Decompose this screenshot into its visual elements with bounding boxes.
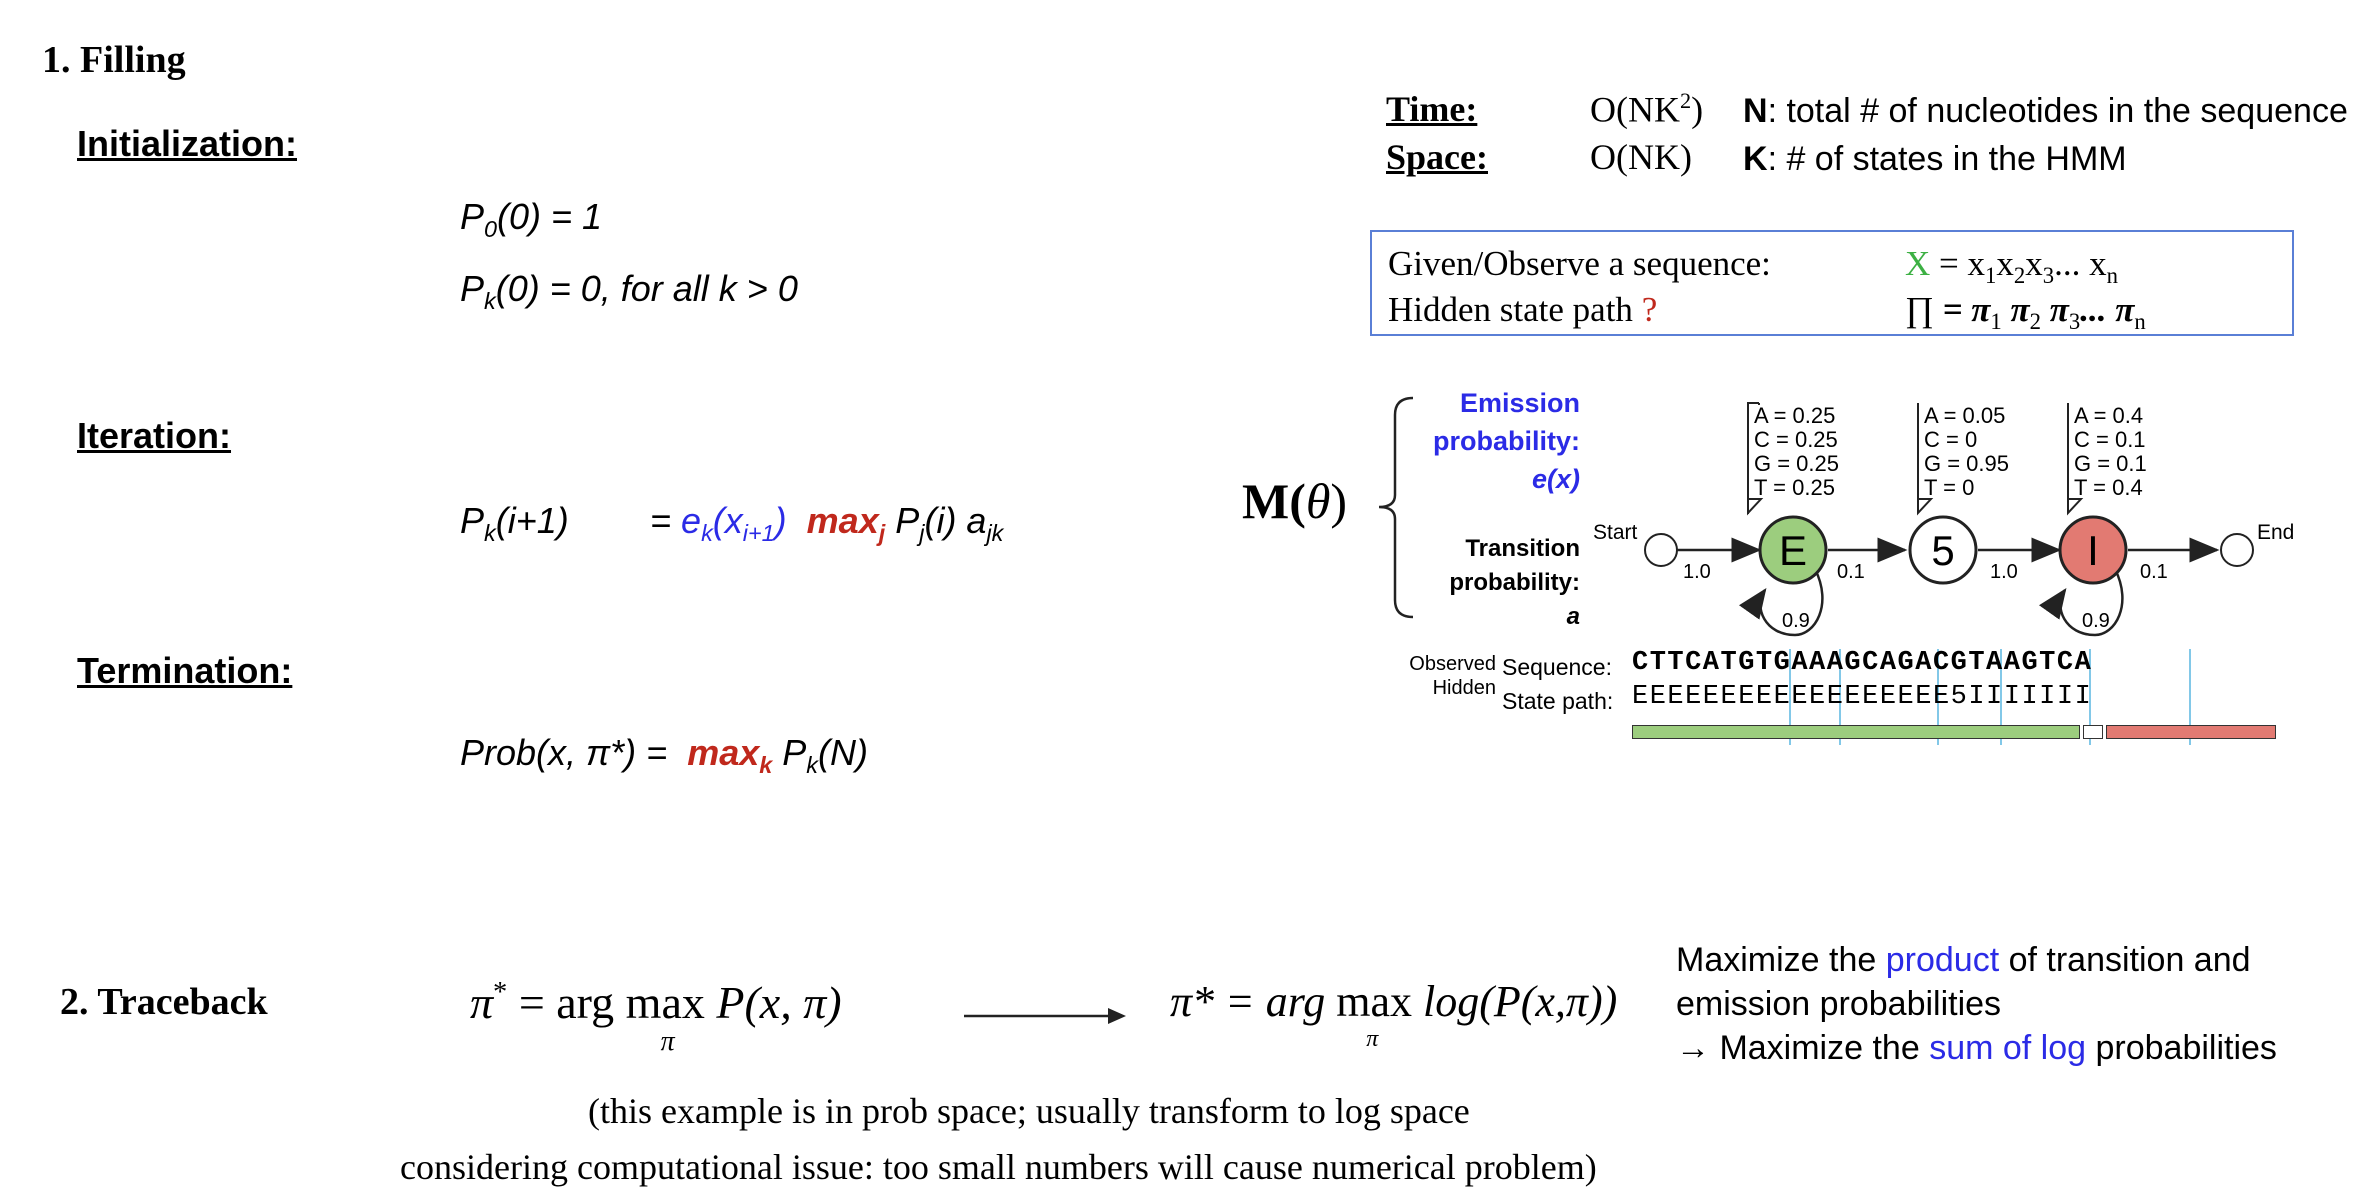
note-line-2: emission probabilities — [1676, 985, 2002, 1023]
space-label: Space: — [1386, 137, 1488, 177]
self-loop-i — [2038, 568, 2124, 637]
init-equation-2: Pk(0) = 0, for all k > 0 — [460, 268, 798, 315]
state-e-circle — [1758, 515, 1828, 585]
end-node — [2220, 533, 2254, 567]
emission-probability-label: Emission probability: e(x) — [1433, 388, 1580, 494]
traceback-heading: 2. Traceback — [60, 981, 268, 1023]
footnote-line-2: considering computational issue: too sma… — [400, 1147, 1597, 1187]
self-loop-i-label: 0.9 — [2082, 610, 2110, 632]
hidden-state-path: EEEEEEEEEEEEEEEEEE5IIIIIII — [1632, 682, 2093, 712]
given-observe-box — [1370, 230, 2294, 336]
emission-i-c: C = 0.1 — [2074, 427, 2146, 452]
model-label: M(θ) — [1242, 473, 1348, 529]
emission-e-t: T = 0.25 — [1754, 475, 1835, 500]
self-loop-e-label: 0.9 — [1782, 610, 1810, 632]
emission-i-t: T = 0.4 — [2074, 475, 2143, 500]
state-5-symbol: 5 — [1931, 527, 1954, 574]
init-equation-1: P0(0) = 1 — [460, 196, 603, 243]
transition-start-e-label: 1.0 — [1683, 561, 1711, 583]
termination-heading: Termination: — [77, 650, 293, 691]
termination-equation: Prob(x, π*) = maxk Pk(N) — [460, 732, 868, 779]
state-i-circle — [2058, 515, 2128, 585]
note-line-1: Maximize the product of transition and — [1676, 941, 2251, 979]
time-label: Time: — [1386, 89, 1478, 129]
start-node — [1644, 533, 1678, 567]
emission-e-g: G = 0.25 — [1754, 451, 1839, 476]
emission-e-a: A = 0.25 — [1754, 403, 1835, 428]
note-line-3: → Maximize the sum of log probabilities — [1676, 1029, 2277, 1067]
emission-5-t: T = 0 — [1924, 475, 1974, 500]
iteration-lhs: Pk(i+1) — [460, 500, 569, 547]
state-5-circle — [1908, 515, 1978, 585]
self-loop-e — [1738, 568, 1824, 637]
space-value: O(NK) — [1590, 137, 1692, 177]
emission-i-a: A = 0.4 — [2074, 403, 2143, 428]
observed-hidden-labels: Observed Hidden — [1409, 653, 1496, 699]
observed-sequence-formula: X = x1x2x3... xn — [1905, 244, 2119, 288]
transition-5-i-label: 1.0 — [1990, 561, 2018, 583]
state-i-symbol: I — [2087, 527, 2099, 574]
emission-5-g: G = 0.95 — [1924, 451, 2009, 476]
time-description: N: total # of nucleotides in the sequenc… — [1743, 92, 2348, 130]
observed-sequence: CTTCATGTGAAAGCAGACGTAAGTCA — [1632, 648, 2093, 678]
iteration-heading: Iteration: — [77, 415, 232, 456]
emission-box-i: A = 0.4 C = 0.1 G = 0.1 T = 0.4 — [2067, 403, 2147, 516]
iteration-rhs: = ek(xi+1) maxj Pj(i) ajk — [650, 500, 1004, 547]
splice-site-bar — [2083, 725, 2103, 739]
transition-e-5-label: 0.1 — [1837, 561, 1865, 583]
emission-i-g: G = 0.1 — [2074, 451, 2147, 476]
filling-heading: 1. Filling — [42, 39, 186, 81]
sequence-label: Sequence: — [1502, 654, 1612, 680]
emission-box-5: A = 0.05 C = 0 G = 0.95 T = 0 — [1917, 403, 2009, 516]
footnote-line-1: (this example is in prob space; usually … — [588, 1091, 1470, 1131]
emission-e-c: C = 0.25 — [1754, 427, 1838, 452]
hmm-diagram: A = 0.25 C = 0.25 G = 0.25 T = 0.25 A = … — [1593, 402, 2294, 745]
emission-box-e: A = 0.25 C = 0.25 G = 0.25 T = 0.25 — [1747, 402, 1839, 516]
model-brace — [1378, 396, 1414, 619]
given-line-2: Hidden state path ? — [1388, 290, 1658, 329]
state-path-label: State path: — [1502, 688, 1614, 714]
initialization-heading: Initialization: — [77, 123, 297, 164]
transition-probability-label: Transition probability: a — [1449, 535, 1580, 630]
space-description: K: # of states in the HMM — [1743, 140, 2127, 178]
time-value: O(NK2) — [1590, 88, 1704, 130]
traceback-arrow — [964, 1008, 1126, 1024]
hidden-path-formula: ∏ = π1 π2 π3... πn — [1905, 290, 2146, 334]
traceback-note: Maximize the product of transition and e… — [1676, 938, 2277, 1070]
exon-region-bar — [1632, 725, 2080, 739]
intron-region-bar — [2106, 725, 2276, 739]
state-e-symbol: E — [1779, 527, 1807, 574]
transition-i-end-label: 0.1 — [2140, 561, 2168, 583]
given-line-1: Given/Observe a sequence: — [1388, 244, 1771, 283]
start-label: Start — [1593, 521, 1638, 544]
emission-5-a: A = 0.05 — [1924, 403, 2005, 428]
end-label: End — [2257, 521, 2294, 544]
emission-5-c: C = 0 — [1924, 427, 1977, 452]
